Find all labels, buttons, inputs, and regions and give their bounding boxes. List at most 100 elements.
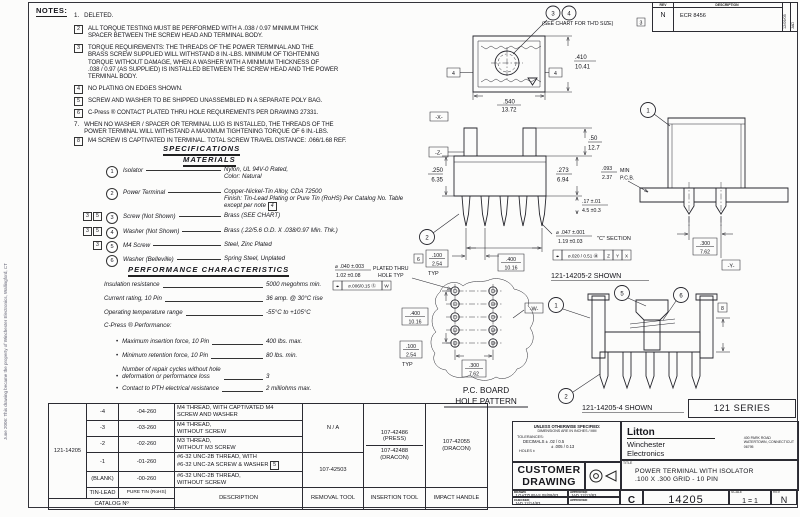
mount-tab-right bbox=[523, 128, 536, 156]
sig-checked-value: JAD 12/14/83 bbox=[515, 501, 541, 507]
dim-400-in: .400 bbox=[506, 257, 516, 263]
pin bbox=[716, 188, 726, 214]
catalog-table: 121-14205 -4 -04-260 M4 THREAD, WITH CAP… bbox=[48, 402, 488, 511]
fcf-position-icon: ⌖ bbox=[336, 284, 339, 290]
tol-line-1: UNLESS OTHERWISE SPECIFIED: bbox=[533, 424, 601, 429]
plated-hole bbox=[489, 326, 497, 334]
rev-desc-col: DESCRIPTION ECR 8456 bbox=[672, 2, 783, 32]
balloon-2 bbox=[420, 230, 435, 245]
perf-value: 36 amp. @ 30°C rise bbox=[266, 295, 323, 302]
belleville-washer bbox=[630, 323, 675, 328]
notes-heading: NOTES: bbox=[36, 6, 68, 17]
pcb-min-mm: 2.37 bbox=[602, 175, 612, 181]
perf-name: Current rating, 10 Pin bbox=[104, 295, 162, 302]
cell-description: #6-32 UNC-2B THREAD, WITHOUT SCREW bbox=[174, 470, 303, 489]
perf-name: Insulation resistance bbox=[104, 281, 160, 288]
mount-tab-left bbox=[464, 128, 477, 156]
datum-z-label: -Z- bbox=[435, 151, 442, 157]
perf-row: Operating temperature range-55°C to +105… bbox=[104, 308, 354, 316]
balloon-leader bbox=[663, 301, 676, 320]
perf-name: Number of repair cycles without hole def… bbox=[122, 366, 221, 380]
dim-250-in: .250 bbox=[431, 168, 443, 174]
datum-w-label: -W- bbox=[530, 307, 539, 313]
balloon-4-text: 4 bbox=[567, 12, 571, 18]
thread-callout: (SEE CHART FOR TH'D SIZE) bbox=[542, 21, 614, 27]
rev-appd-col: JAD bbox=[790, 2, 798, 32]
isolator-wall bbox=[592, 296, 605, 358]
balloon-6-text: 6 bbox=[679, 294, 683, 300]
performance-heading: PERFORMANCE CHARACTERISTICS bbox=[128, 265, 290, 277]
contact-serration-top bbox=[481, 46, 541, 49]
material-value: Brass (.22/5.6 O.D. X .038/0.97 Min. Thk… bbox=[224, 227, 338, 234]
header-catalog-no: CATALOG Nº bbox=[48, 498, 175, 511]
material-name: Screw (Not Shown) bbox=[123, 213, 176, 220]
callout-flag-box bbox=[637, 18, 645, 26]
note-flag-6-box bbox=[414, 254, 423, 263]
callout-leader bbox=[513, 20, 547, 54]
bullet: • bbox=[116, 374, 119, 380]
note-2: 2 ALL TORQUE TESTING MUST BE PERFORMED WI… bbox=[74, 25, 419, 40]
perf-value: 3 bbox=[266, 373, 270, 380]
tol-line-4: DECIMALS ± .02 / 0.5 bbox=[523, 439, 565, 444]
plated-hole-inner bbox=[453, 341, 457, 345]
hole-pattern-title-2: HOLE PATTERN bbox=[455, 397, 517, 406]
pin bbox=[646, 352, 654, 388]
note-7-text: WHEN NO WASHER / SPACER OR TERMINAL LUG … bbox=[84, 121, 334, 136]
flag-3: 3 bbox=[93, 241, 102, 250]
perf-name: Operating temperature range bbox=[104, 309, 183, 316]
plated-hole bbox=[489, 339, 497, 347]
drawing-views: 4 4 .540 13.72 .410 10.41 -X- bbox=[330, 0, 800, 420]
note-2-num: 2 bbox=[74, 25, 83, 34]
dim-250-mm: 6.35 bbox=[431, 178, 443, 184]
tol-line-2: DIMENSIONS ARE IN INCHES / MM bbox=[537, 429, 597, 433]
cell-description: M4 THREAD, WITHOUT SCREW bbox=[174, 419, 303, 438]
dim-100-in: .100 bbox=[406, 344, 416, 350]
datum-flag-right-text: 4 bbox=[554, 71, 557, 77]
header-description: DESCRIPTION bbox=[174, 487, 303, 511]
hole-note-2: HOLE TYP bbox=[378, 273, 404, 279]
balloon-3: 3 bbox=[106, 212, 118, 224]
balloon-leader bbox=[654, 114, 670, 126]
material-name: Washer (Belleville) bbox=[123, 256, 174, 263]
shown-label-2: 121-14205-2 SHOWN bbox=[551, 271, 621, 280]
cell-pure-tin: -04-260 bbox=[118, 403, 175, 421]
pin bbox=[669, 352, 677, 388]
perf-value: 400 lbs. max. bbox=[266, 338, 303, 345]
material-value: Spring Steel, Unplated bbox=[224, 255, 285, 262]
note-5-text: SCREW AND WASHER TO BE SHIPPED UNASSEMBL… bbox=[88, 97, 323, 104]
note-4-num: 4 bbox=[74, 85, 83, 94]
balloon-2-text: 2 bbox=[564, 395, 568, 401]
edge-note: June 2006: This drawing became the prope… bbox=[3, 263, 8, 440]
brand-logo: Litton bbox=[627, 427, 715, 439]
scale-value: 1 = 1 bbox=[742, 498, 758, 505]
dim-540-mm: 13.72 bbox=[501, 108, 517, 114]
projection-symbol-box bbox=[584, 461, 622, 491]
dim-100-typ: TYP bbox=[428, 271, 439, 277]
dim-100-box bbox=[426, 250, 448, 267]
note-2-text: ALL TORQUE TESTING MUST BE PERFORMED WIT… bbox=[88, 25, 319, 40]
section-view: 1 5 6 2 8 121-14205-4 SHOWN bbox=[549, 286, 731, 413]
rev-letter: N bbox=[660, 12, 666, 19]
material-name: Isolator bbox=[123, 167, 143, 174]
pcb-section bbox=[640, 188, 788, 202]
dim-300-in: .300 bbox=[469, 363, 479, 369]
plated-hole bbox=[489, 300, 497, 308]
dim-273-in: .273 bbox=[557, 168, 569, 174]
side-view: 1 .093 2.37 MIN P.C.B. .300 7.62 -Y- bbox=[601, 103, 788, 271]
perf-name: Contact to PTH electrical resistance bbox=[122, 385, 219, 392]
cell-description: #6-32 UNC-2B THREAD, WITH #6-32 UNC-2A S… bbox=[174, 452, 303, 472]
customer-drawing-label: CUSTOMER DRAWING bbox=[517, 464, 581, 488]
dim-047-mm: 1.19 ±0.03 bbox=[558, 239, 583, 245]
callout-flag-text: 3 bbox=[640, 20, 643, 26]
dim-410-mm: 10.41 bbox=[575, 65, 591, 71]
cell-description: M3 THREAD, WITHOUT M3 SCREW bbox=[174, 436, 303, 454]
title-label: TITLE bbox=[623, 461, 633, 465]
rev-col: REV N bbox=[652, 2, 674, 32]
